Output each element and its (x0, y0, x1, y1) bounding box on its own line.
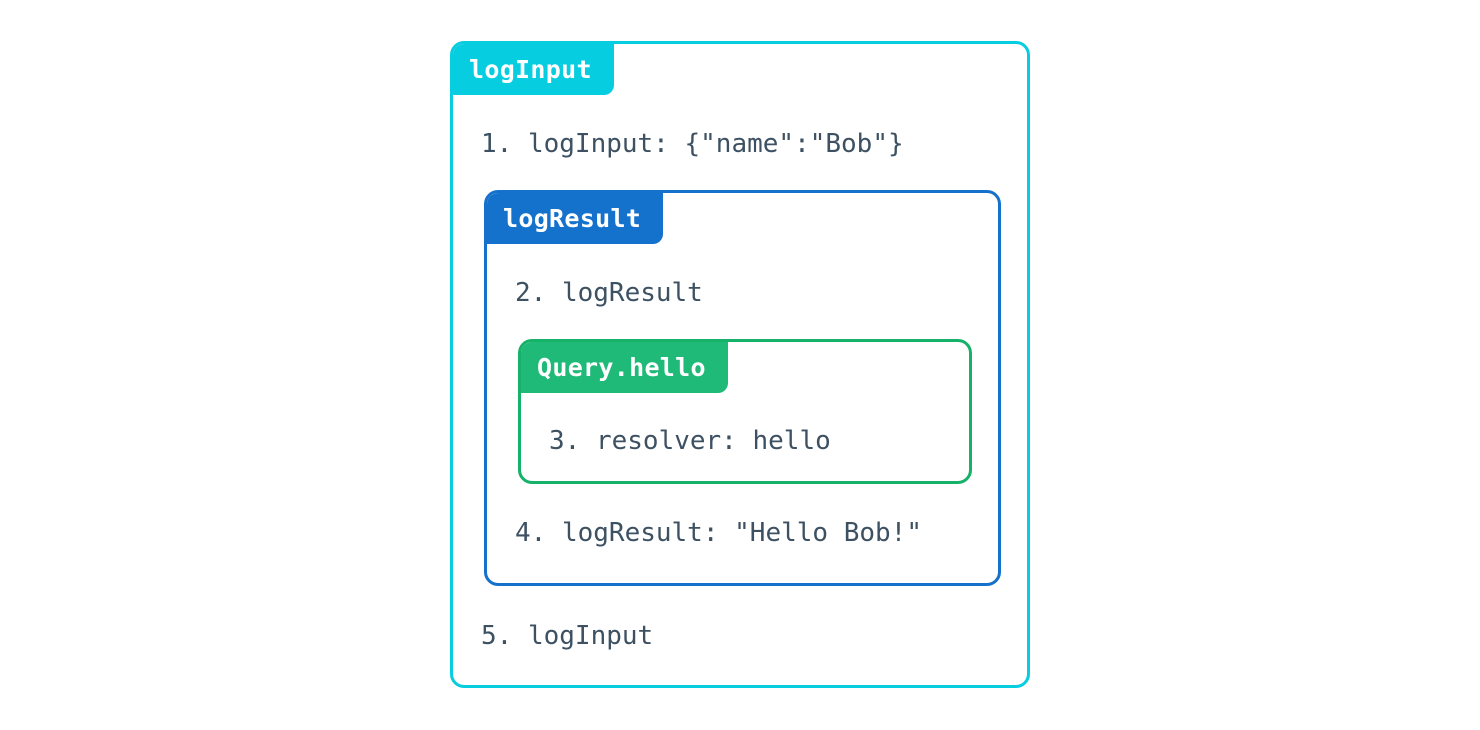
trace-box-logresult-tab[interactable]: logResult (487, 193, 664, 244)
trace-box-queryhello-tab[interactable]: Query.hello (521, 342, 728, 393)
trace-box-loginput-tab[interactable]: logInput (453, 44, 614, 95)
trace-box-logresult: logResult 2. logResult Query.hello 3. re… (484, 190, 1001, 586)
trace-line-5: 5. logInput (481, 621, 654, 651)
trace-box-queryhello: Query.hello 3. resolver: hello (518, 339, 972, 484)
trace-line-4: 4. logResult: "Hello Bob!" (515, 518, 922, 548)
trace-line-2: 2. logResult (515, 278, 703, 308)
trace-box-queryhello-tab-label: Query.hello (537, 353, 706, 382)
trace-line-1: 1. logInput: {"name":"Bob"} (481, 129, 904, 159)
trace-line-3: 3. resolver: hello (549, 426, 831, 456)
trace-box-loginput-tab-label: logInput (469, 55, 592, 84)
trace-box-logresult-tab-label: logResult (503, 204, 642, 233)
trace-box-loginput: logInput 1. logInput: {"name":"Bob"} log… (450, 41, 1030, 688)
